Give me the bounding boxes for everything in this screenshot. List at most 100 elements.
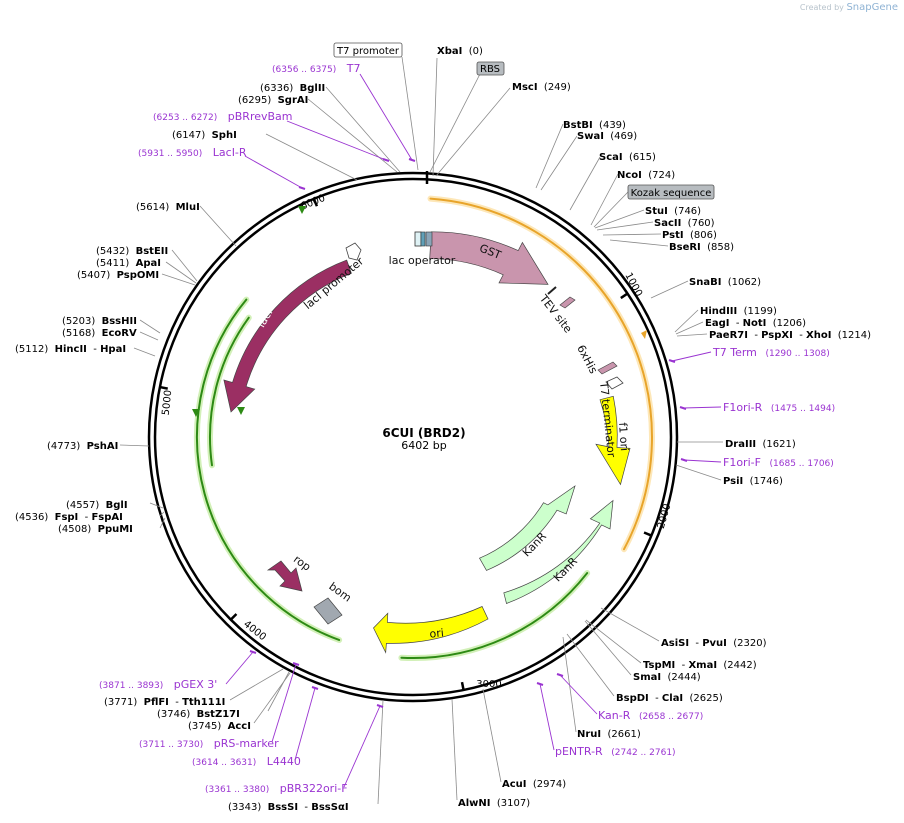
site-label-part: (3343) — [228, 802, 268, 813]
laci-feature-arrow[interactable] — [223, 259, 352, 413]
t7-promoter-callout — [401, 56, 419, 171]
site-label-psti[interactable]: PstI (806) — [662, 230, 717, 241]
site-label-part: - — [748, 330, 761, 341]
primer-label-part: pBRrevBam — [217, 110, 292, 123]
site-label-paer7i[interactable]: PaeR7I - PspXI - XhoI (1214) — [709, 330, 871, 341]
site-label-ecorv[interactable]: (5168) EcoRV — [62, 328, 137, 339]
primer-binding-mark — [536, 682, 544, 686]
site-label-alwni[interactable]: AlwNI (3107) — [458, 798, 530, 809]
site-label-apai[interactable]: (5411) ApaI — [96, 258, 161, 269]
site-callout-line — [139, 331, 159, 341]
site-label-bstbi[interactable]: BstBI (439) — [563, 120, 626, 131]
site-label-sgrai[interactable]: (6295) SgrAI — [238, 95, 308, 106]
site-label-part: (1206) — [766, 318, 806, 329]
plasmid-name: 6CUI (BRD2) — [382, 426, 465, 440]
primer-label-pgex3[interactable]: (3871 .. 3893) pGEX 3' — [99, 678, 217, 691]
site-label-hincii[interactable]: (5112) HincII - HpaI — [15, 344, 126, 355]
site-label-part: BstEII — [136, 246, 169, 257]
kanr-label-2: KanR — [551, 555, 580, 585]
site-label-part: Tth111I — [182, 697, 225, 708]
site-label-xbai[interactable]: XbaI (0) — [437, 46, 483, 57]
tick-mark-5000 — [159, 385, 168, 390]
site-callout-line — [451, 698, 458, 801]
primer-callout-line — [559, 674, 598, 715]
site-label-ncoi[interactable]: NcoI (724) — [617, 170, 675, 181]
primer-label-f1ori-r[interactable]: F1ori-R (1475 .. 1494) — [723, 401, 835, 414]
site-label-tspmi[interactable]: TspMI - XmaI (2442) — [643, 660, 757, 671]
site-label-bglii[interactable]: (6336) BglII — [260, 83, 325, 94]
site-label-bsshii[interactable]: (5203) BssHII — [62, 316, 137, 327]
site-label-acui[interactable]: AcuI (2974) — [502, 779, 566, 790]
site-label-part: XmaI — [688, 660, 717, 671]
rop-feature-arrow[interactable] — [266, 560, 303, 592]
site-label-snabi[interactable]: SnaBI (1062) — [689, 277, 761, 288]
site-label-part: HincII — [55, 344, 87, 355]
site-label-hindiii[interactable]: HindIII (1199) — [700, 306, 777, 317]
site-label-part: (3746) — [157, 709, 197, 720]
site-label-asisi[interactable]: AsiSI - PvuI (2320) — [661, 638, 767, 649]
site-label-beri[interactable]: BseRI (858) — [669, 242, 734, 253]
site-label-part: (6336) — [260, 83, 300, 94]
site-label-pflfi[interactable]: (3771) PflFI - Tth111I — [104, 697, 225, 708]
site-label-bspdi[interactable]: BspDI - ClaI (2625) — [616, 693, 723, 704]
primer-label-laci-r[interactable]: (5931 .. 5950) LacI-R — [138, 146, 247, 159]
kozak-label-box — [627, 184, 715, 200]
site-label-pshai[interactable]: (4773) PshAI — [47, 441, 118, 452]
site-callout-line — [482, 688, 502, 783]
site-label-part: BglII — [300, 83, 326, 94]
primer-label-t7term[interactable]: T7 Term (1290 .. 1308) — [712, 346, 830, 359]
primer-label-pentr-r[interactable]: pENTR-R (2742 .. 2761) — [555, 745, 676, 758]
site-label-part: StuI — [645, 206, 668, 217]
site-label-smai[interactable]: SmaI (2444) — [633, 672, 701, 683]
site-label-sacii[interactable]: SacII (760) — [654, 218, 715, 229]
site-label-bsssi[interactable]: (3343) BssSI - BssSαI — [228, 802, 349, 813]
site-label-part: (0) — [462, 46, 483, 57]
f1-ori-feature-arrow[interactable] — [595, 395, 631, 486]
site-label-part: (615) — [623, 152, 656, 163]
primer-label-f1ori-f[interactable]: F1ori-F (1685 .. 1706) — [723, 456, 834, 469]
site-label-msci[interactable]: MscI (249) — [512, 82, 571, 93]
kanr-feature-arrow-1[interactable] — [479, 485, 576, 571]
site-label-bstz17i[interactable]: (3746) BstZ17I — [157, 709, 240, 720]
primer-label-l4440[interactable]: (3614 .. 3631) L4440 — [192, 755, 301, 768]
site-label-psii[interactable]: PsiI (1746) — [723, 476, 783, 487]
site-callout-line — [139, 319, 161, 334]
site-label-bsteii[interactable]: (5432) BstEII — [96, 246, 168, 257]
site-label-nrui[interactable]: NruI (2661) — [577, 729, 641, 740]
site-label-stui[interactable]: StuI (746) — [645, 206, 701, 217]
site-label-ppumi[interactable]: (4508) PpuMI — [58, 524, 133, 535]
primer-label-prs-marker[interactable]: (3711 .. 3730) pRS-marker — [139, 737, 279, 750]
tick-mark-1000 — [620, 292, 629, 300]
lacI-promoter-arrow[interactable] — [345, 242, 362, 261]
site-label-mlui[interactable]: (5614) MluI — [136, 202, 200, 213]
site-callout-line — [267, 671, 290, 712]
lac-operator-box[interactable] — [414, 231, 422, 247]
site-callout-line — [602, 233, 662, 236]
site-label-fspi[interactable]: (4536) FspI - FspAI — [15, 512, 123, 523]
site-callout-line — [229, 668, 284, 701]
primer-label-part: (1475 .. 1494) — [762, 404, 835, 414]
site-label-acci[interactable]: (3745) AccI — [188, 721, 251, 732]
site-label-part: (5407) — [77, 270, 117, 281]
site-label-part: NotI — [743, 318, 767, 329]
primer-label-t7[interactable]: (6356 .. 6375) T7 — [272, 62, 361, 75]
site-label-part: - — [793, 330, 806, 341]
primer-label-kan-r[interactable]: Kan-R (2658 .. 2677) — [598, 709, 703, 722]
site-label-part: (1746) — [743, 476, 783, 487]
kanr-feature-arrow-2[interactable] — [503, 499, 614, 604]
bom-feature[interactable] — [313, 597, 343, 625]
site-label-swai[interactable]: SwaI (469) — [577, 131, 637, 142]
site-label-eagi[interactable]: EagI - NotI (1206) — [705, 318, 806, 329]
primer-binding-mark — [311, 686, 319, 690]
gst-feature-arrow[interactable] — [429, 231, 549, 285]
site-label-bgli[interactable]: (4557) BglI — [66, 500, 128, 511]
site-label-sphi[interactable]: (6147) SphI — [172, 130, 237, 141]
site-label-part: AsiSI — [661, 638, 689, 649]
site-label-scai[interactable]: ScaI (615) — [599, 152, 656, 163]
primer-label-pbr322ori-f[interactable]: (3361 .. 3380) pBR322ori-F — [205, 782, 348, 795]
site-label-pspomi[interactable]: (5407) PspOMI — [77, 270, 159, 281]
ori-feature-arrow[interactable] — [373, 606, 489, 654]
primer-label-pbrrevbam[interactable]: (6253 .. 6272) pBRrevBam — [153, 110, 293, 123]
site-label-draiii[interactable]: DraIII (1621) — [725, 439, 796, 450]
site-callout-line — [159, 517, 166, 529]
